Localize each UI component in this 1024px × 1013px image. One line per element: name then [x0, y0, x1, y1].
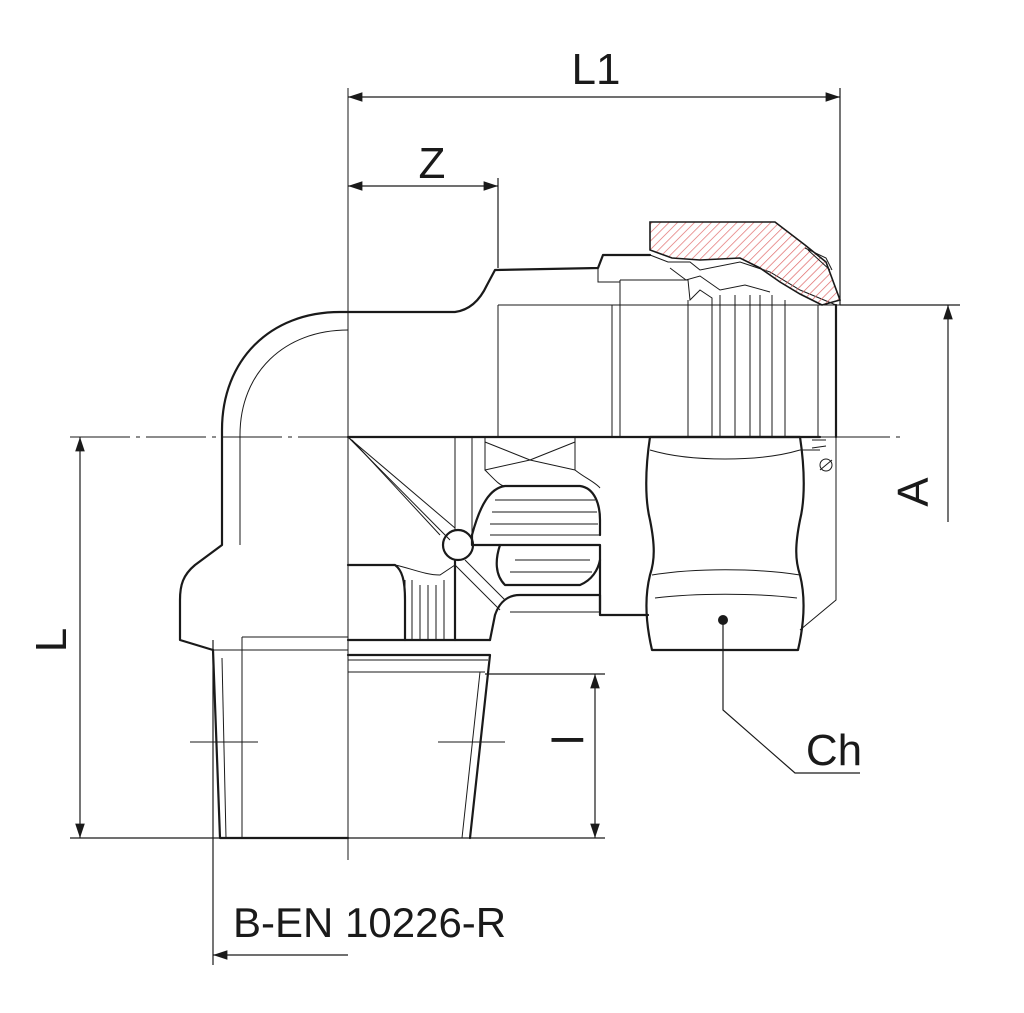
- nut-hex-section: [645, 435, 837, 652]
- label-l: L: [27, 628, 76, 652]
- section-interior: [346, 436, 650, 840]
- label-a: A: [889, 477, 938, 507]
- dimension-z: [348, 178, 499, 268]
- elbow-body-outline: [178, 253, 652, 840]
- leader-ch: [718, 615, 860, 774]
- center-lines: [70, 88, 905, 860]
- dimension-l1: [348, 88, 841, 305]
- dimension-thread: [212, 640, 348, 965]
- label-thread-standard: B-EN 10226-R: [233, 899, 506, 946]
- label-small-l: l: [544, 735, 593, 745]
- label-z: Z: [419, 139, 446, 188]
- nut-exterior: [346, 254, 840, 439]
- label-l1: L1: [572, 45, 621, 94]
- nut-section-hatch: [649, 221, 842, 306]
- dimension-small-l: [485, 673, 605, 838]
- dimension-a: [840, 304, 960, 522]
- label-ch: Ch: [806, 726, 862, 775]
